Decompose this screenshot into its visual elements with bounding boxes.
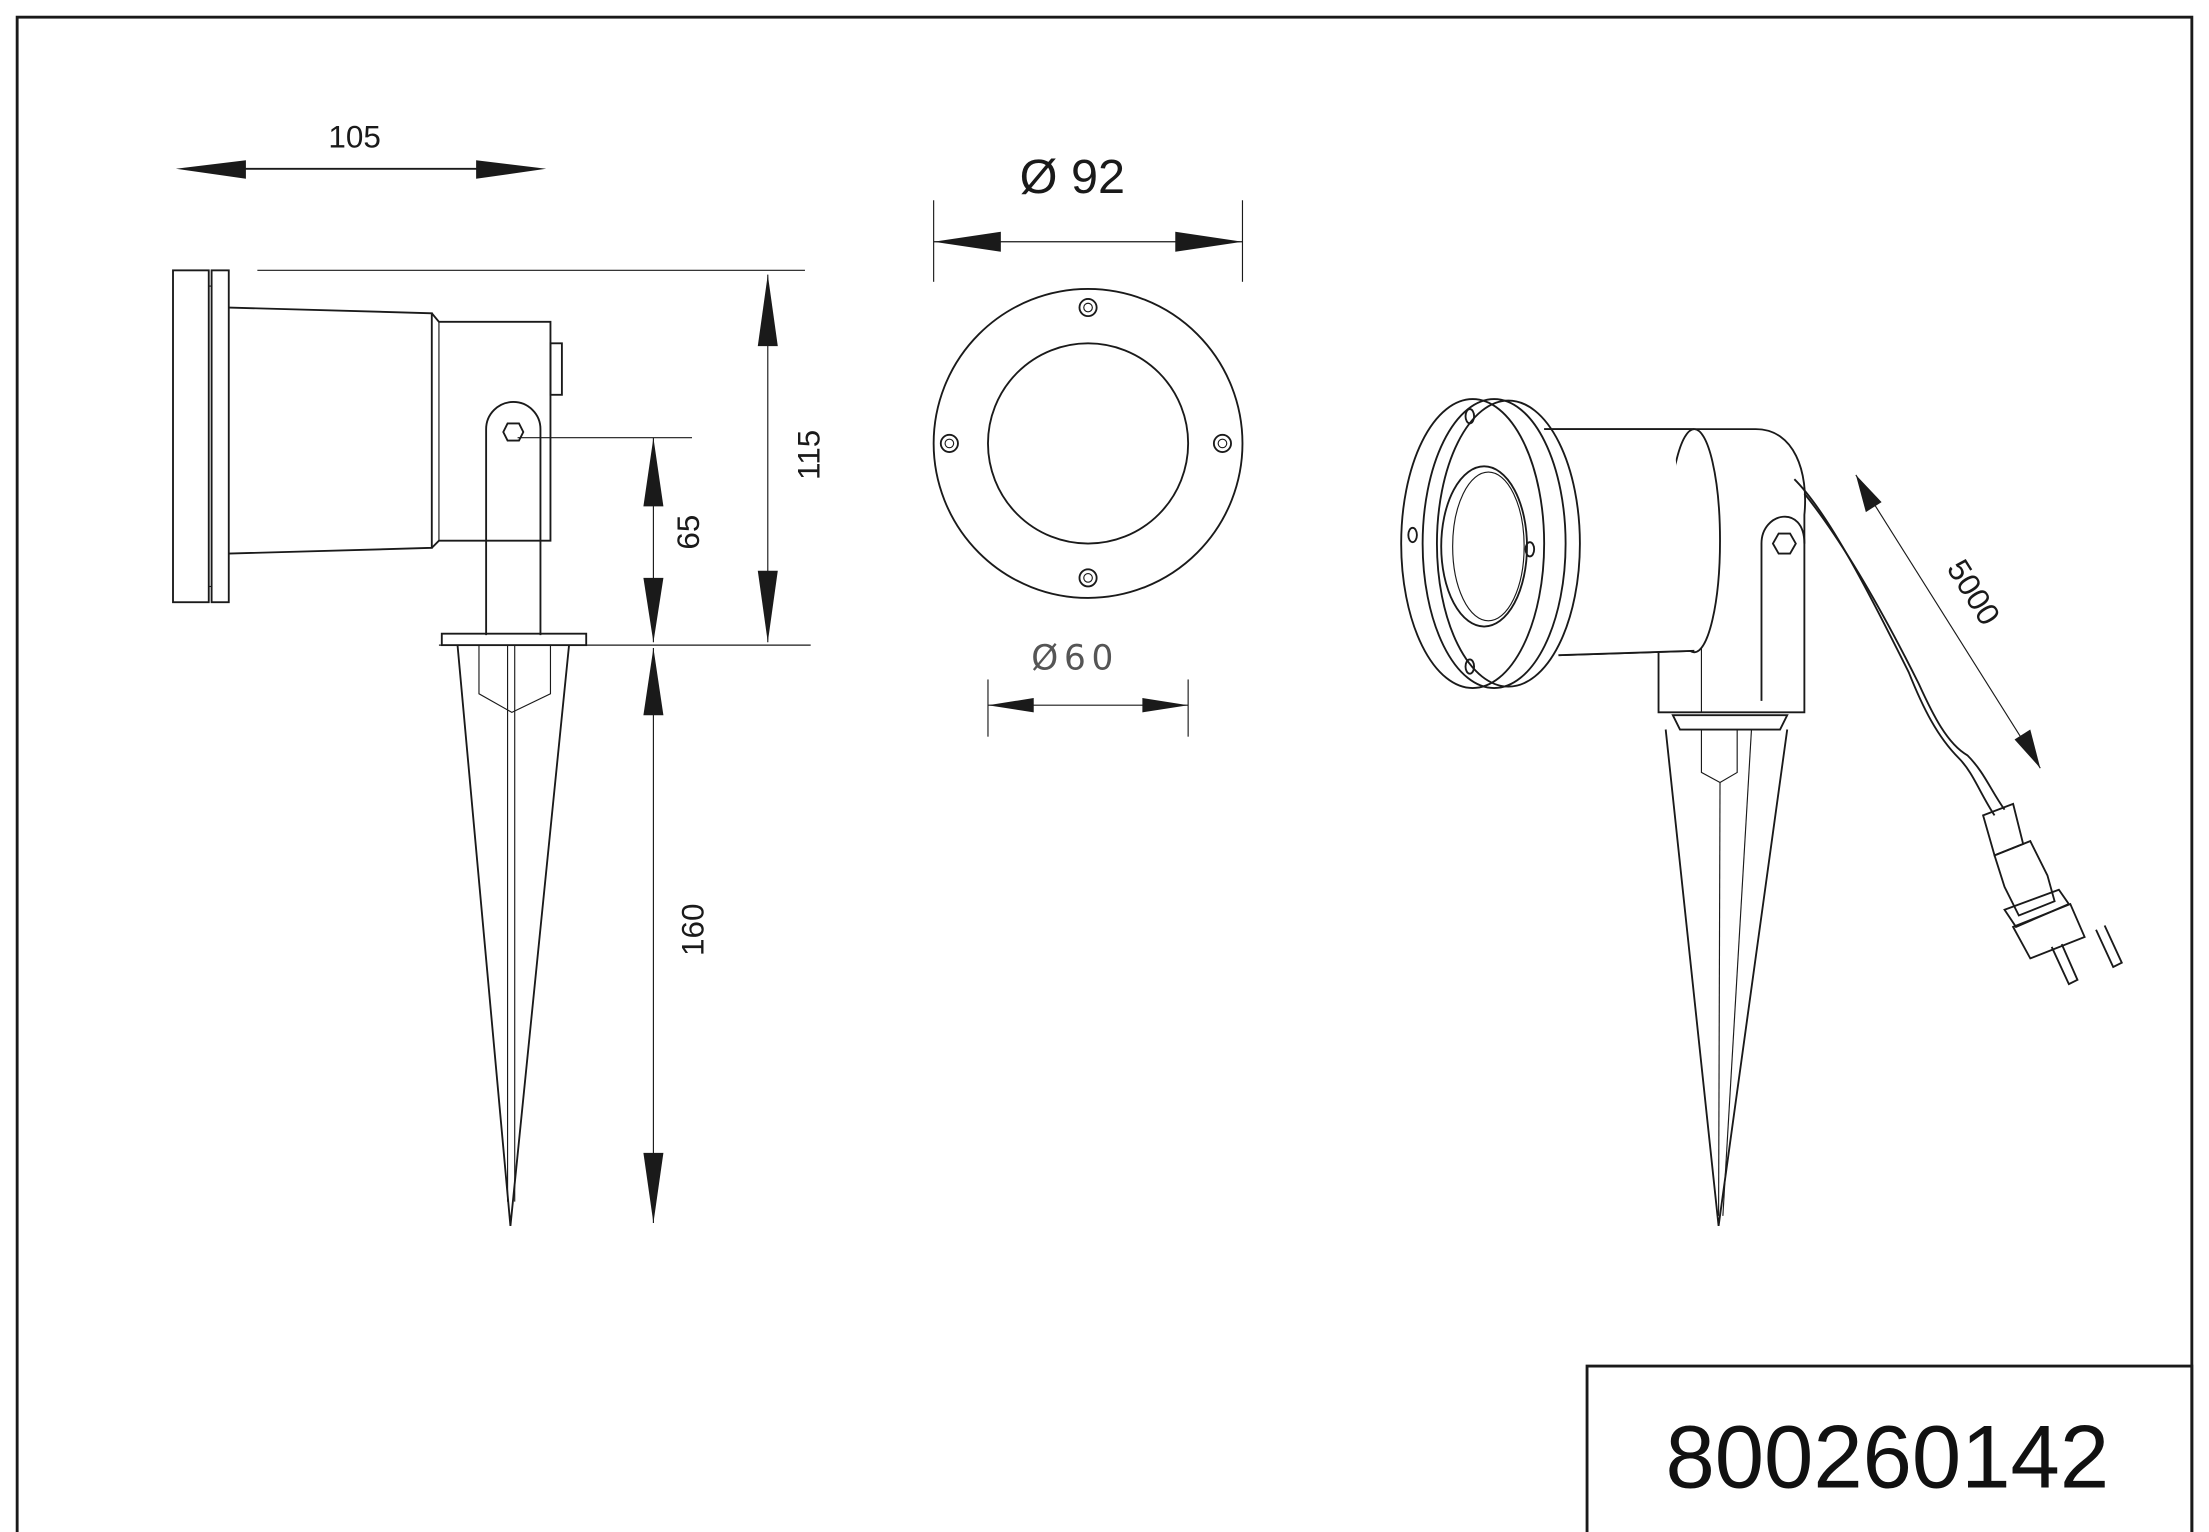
pivot-height-dimension: 65	[671, 515, 706, 550]
outer-ring	[932, 288, 1244, 599]
front-ring	[1400, 398, 1546, 689]
lamp-housing	[228, 306, 433, 555]
front-view: Ø 92 Ø60	[932, 150, 1244, 737]
ground-spike	[1664, 729, 1789, 1227]
plug-icon	[1981, 802, 2124, 986]
perspective-view: 5000	[1400, 398, 2124, 1227]
outer-diameter-dimension: Ø 92	[1020, 150, 1125, 204]
bracket	[485, 401, 542, 636]
ground-spike	[456, 645, 570, 1226]
title-block	[1585, 1364, 2194, 1532]
front-flange	[172, 269, 210, 604]
product-code: 800260142	[1665, 1408, 2109, 1507]
hex-bolt-icon	[1771, 532, 1797, 555]
side-view: 105 115 65 160	[172, 119, 826, 1226]
height-dimension: 115	[791, 430, 826, 480]
screw-holes	[939, 298, 1232, 588]
cable-length-dimension: 5000	[1940, 553, 2007, 631]
lens	[987, 342, 1190, 545]
base-plate	[440, 632, 588, 647]
width-dimension: 105	[328, 119, 380, 154]
screw-holes	[1407, 408, 1536, 675]
cable-gland	[549, 342, 563, 396]
hex-bolt-icon	[502, 422, 525, 442]
lens	[1440, 465, 1528, 628]
inner-diameter-dimension: Ø60	[1031, 638, 1119, 678]
drawing-border	[15, 15, 2194, 1532]
spike-length-dimension: 160	[675, 904, 710, 956]
